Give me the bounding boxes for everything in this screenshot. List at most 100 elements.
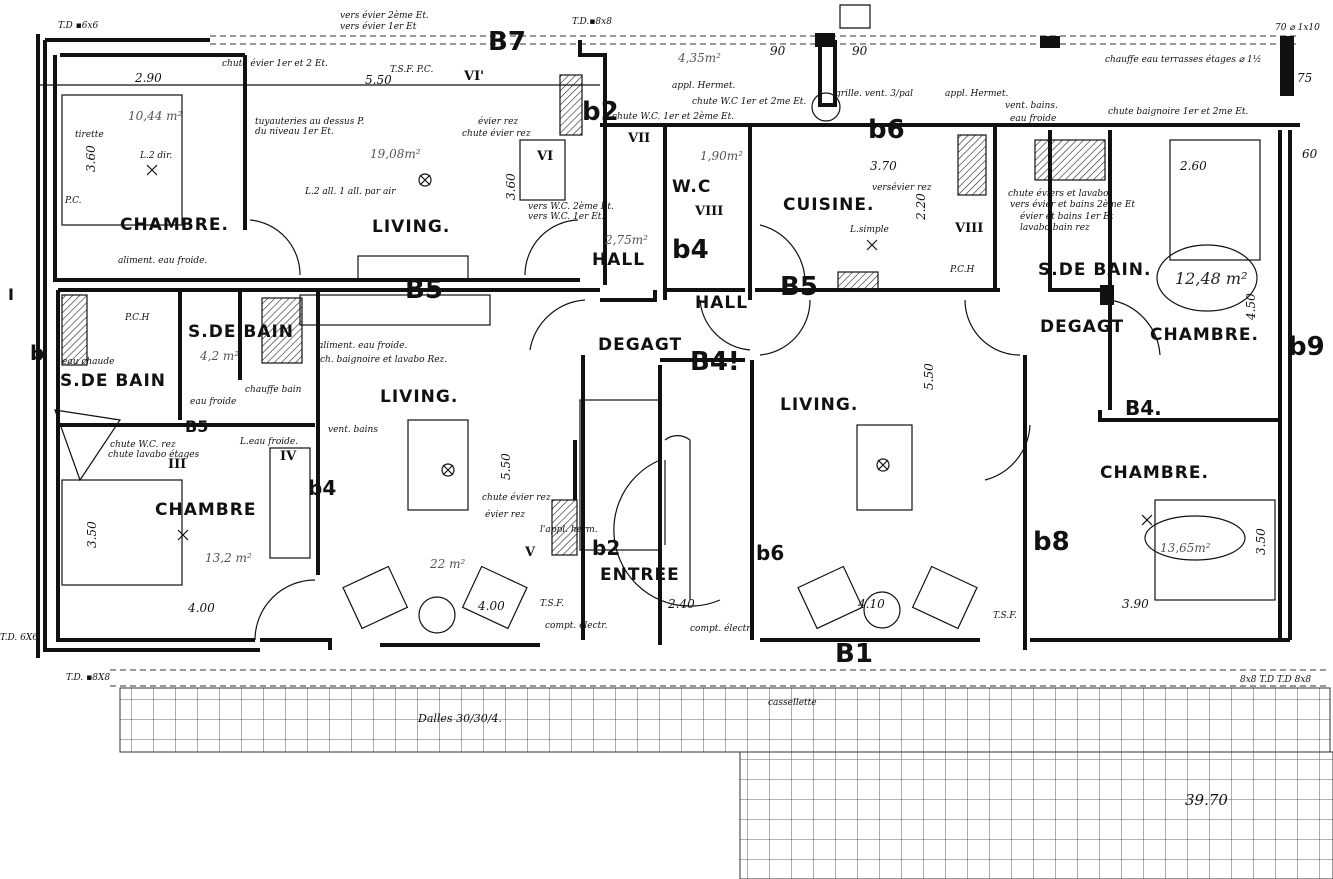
room-labels: CHAMBRE. LIVING. HALL W.C CUISINE. HALL … [60, 177, 1259, 585]
note: chute W.C. rez [110, 440, 176, 450]
dim-label: 3.60 [504, 173, 518, 200]
note: P.C. [64, 196, 82, 206]
dim-label: 39.70 [1185, 791, 1228, 809]
note: L.simple [849, 225, 889, 235]
annotations: vers évier 2ème Et. vers évier 1er Et T.… [0, 10, 1311, 725]
note: compt. électr. [545, 620, 608, 631]
mark-i-left: I [8, 285, 14, 304]
note: chute lavabo étages [108, 449, 200, 460]
note: chute évier rez [462, 128, 531, 139]
dim-label: 90 [770, 44, 786, 58]
walls [36, 4, 1300, 658]
roman-label: VI [536, 149, 553, 164]
mark-b9: b9 [1288, 332, 1325, 362]
note: L.2 dir. [139, 151, 172, 161]
dim-label: 4.00 [187, 601, 215, 615]
note: l'appl. herm. [540, 525, 598, 535]
room-chambre-top-right: CHAMBRE. [1150, 325, 1259, 345]
area-labels: 10,44 m² 19,08m² 2,75m² 4,35m² 1,90m² 12… [128, 51, 1247, 571]
area-chambre-tr: 12,48 m² [1175, 269, 1247, 288]
note: vers évier et bains 2ème Et [1010, 199, 1135, 210]
ceiling-light-icon [418, 173, 432, 187]
dim-label: 2.40 [667, 597, 695, 611]
dim-label: 3.60 [84, 145, 98, 172]
room-living-top: LIVING. [372, 217, 450, 237]
room-living-mid-right: LIVING. [780, 395, 858, 415]
room-wc: W.C [672, 177, 711, 197]
mark-b6: b6 [868, 115, 905, 145]
mark-b8: b8 [1033, 527, 1070, 557]
area-s-de-bain: 4,2 m² [199, 349, 239, 363]
mark-b5-left: B5 [185, 417, 208, 436]
dim-label: 60 [1302, 147, 1318, 161]
note: aliment. eau froide. [118, 256, 207, 266]
note: T.D.▪8x8 [572, 17, 612, 27]
room-entree: ENTREE [600, 565, 680, 585]
area-top-right: 4,35m² [677, 51, 721, 65]
note: L.2 all. 1 all. par air [304, 187, 396, 197]
roman-label: VII [627, 131, 650, 146]
note: chauffe bain [245, 385, 302, 395]
note: T.D. 6X6. [0, 633, 41, 643]
note: T.D ▪6x6 [58, 21, 99, 31]
mark-b5-right: B5 [780, 272, 818, 302]
note: vers W.C. 2ème Et. [528, 201, 614, 212]
roman-label: IV [280, 449, 297, 464]
area-wc: 1,90m² [700, 149, 743, 163]
wall-marks: B7 b6 B5 B5 B5 B4! B4. B1 b2 b4 b4 b2 b6… [8, 27, 1325, 669]
note: chute éviers et lavabo [1008, 188, 1109, 199]
mark-b4b: b4 [308, 476, 336, 500]
ceiling-light-icon [441, 463, 455, 477]
note: versévier rez [872, 182, 932, 193]
note: appl. Hermet. [672, 81, 735, 91]
note: compt. électr. [690, 623, 753, 634]
dim-label: 2.20 [914, 193, 928, 221]
note: tuyauteries au dessus P. [255, 117, 364, 127]
ceiling-light-icon [876, 458, 890, 472]
dim-label: 75 [1297, 71, 1312, 85]
note: grille. vent. 3/pal [835, 89, 913, 99]
dim-label: 4.50 [1244, 293, 1258, 321]
room-degagement-right: DEGAGT [1040, 317, 1124, 337]
note: évier rez [485, 509, 525, 520]
note: T.D. ▪8X8 [66, 673, 110, 683]
note: T.S.F. [993, 611, 1017, 621]
note: vent. bains [328, 425, 378, 435]
mark-b4-right: B4. [1125, 396, 1162, 420]
dim-label: 4.10 [857, 597, 885, 611]
roman-label: V [524, 545, 536, 560]
note: chauffe eau terrasses étages ⌀ 1½ [1105, 54, 1261, 65]
note: du niveau 1er Et. [255, 127, 334, 137]
note: appl. Hermet. [945, 89, 1008, 99]
dim-label: 5.50 [365, 73, 392, 87]
note: eau chaude [62, 357, 114, 367]
dim-label: 3.90 [1122, 597, 1149, 611]
room-hall-right: HALL [695, 293, 748, 313]
dim-label: 2.60 [1179, 159, 1207, 173]
dim-label: 3.50 [1254, 528, 1268, 555]
room-chambre-bottom-left: CHAMBRE [155, 500, 256, 520]
note: ch. baignoire et lavabo Rez. [320, 355, 447, 365]
room-salle-de-bain-right: S.DE BAIN. [1038, 260, 1151, 280]
area-chambre-bl: 13,2 m² [205, 551, 252, 565]
area-chambre-tl: 10,44 m² [128, 109, 183, 123]
dimensions: 2.90 5.50 3.60 3.60 90 90 3.70 2.20 2.60… [40, 23, 1320, 809]
note: T.S.F. P.C. [390, 65, 433, 75]
note: 8x8 T.D T.D 8x8 [1240, 675, 1311, 685]
room-living-mid-left: LIVING. [380, 387, 458, 407]
mark-b6-stairs: b6 [756, 541, 784, 565]
furniture [61, 92, 1276, 634]
mark-b-left: b [30, 341, 44, 365]
mark-b4a: b4 [672, 235, 709, 265]
roman-label: III [168, 457, 186, 472]
mark-b7: B7 [488, 27, 526, 57]
dim-label: 2.90 [134, 71, 162, 85]
roman-numerals: VI' VI VII VIII VIII III IV V [168, 69, 983, 560]
note: tirette [75, 130, 104, 140]
note: L.eau froide. [239, 437, 298, 447]
note: cassellette [768, 698, 817, 708]
note: vers évier 2ème Et. [340, 10, 429, 21]
note: chute W.C 1er et 2me Et. [692, 97, 806, 107]
room-cuisine: CUISINE. [783, 195, 874, 215]
